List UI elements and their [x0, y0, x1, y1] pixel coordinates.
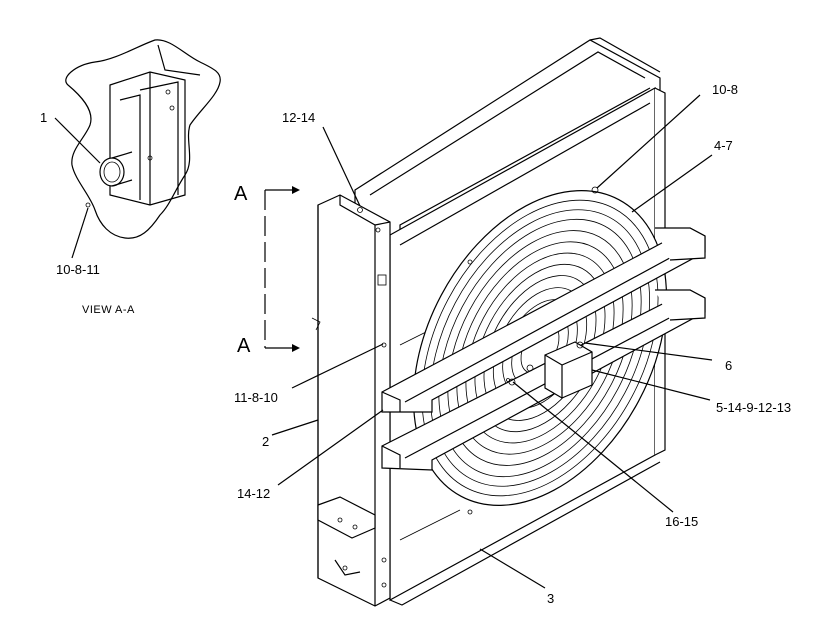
- callout-10-8-11: 10-8-11: [56, 262, 100, 277]
- leader-5-14-9-12-13: [591, 369, 711, 401]
- callout-3: 3: [547, 591, 554, 606]
- leader-4-7: [631, 154, 713, 213]
- callout-2: 2: [262, 434, 269, 449]
- callout-12-14: 12-14: [282, 110, 315, 125]
- leader-lines: [271, 94, 713, 589]
- side-frame-2: [317, 194, 391, 607]
- leader-10-8: [596, 94, 701, 189]
- leader-11-8-10: [291, 343, 384, 389]
- leader-16-15: [512, 381, 674, 513]
- leader-14-12: [277, 409, 384, 486]
- callout-1: 1: [40, 110, 47, 125]
- leader-2: [271, 419, 319, 436]
- callout-4-7: 4-7: [714, 138, 733, 153]
- view-a-a-label: VIEW A-A: [82, 304, 135, 316]
- callout-10-8: 10-8: [712, 82, 738, 97]
- inset-view-a-a: 1 10-8-11 VIEW A-A: [40, 39, 221, 316]
- section-letter-bottom: A: [237, 335, 251, 357]
- leader-1: [54, 117, 101, 164]
- callout-16-15: 16-15: [665, 514, 698, 529]
- callout-11-8-10: 11-8-10: [234, 390, 278, 405]
- callout-6: 6: [725, 358, 732, 373]
- radiator-assembly: [311, 37, 706, 607]
- leader-12-14: [322, 126, 361, 207]
- leader-10-8-11: [71, 207, 89, 259]
- callout-5-14-9-12-13: 5-14-9-12-13: [716, 400, 791, 415]
- leader-3: [479, 548, 546, 589]
- callout-labels: 12-14 10-8 4-7 6 5-14-9-12-13 11-8-10 2 …: [234, 82, 791, 606]
- callout-14-12: 14-12: [237, 486, 270, 501]
- control-box: [544, 341, 593, 399]
- section-marker-a-a: A A: [234, 183, 300, 357]
- section-letter-top: A: [234, 183, 248, 205]
- leader-6: [584, 342, 713, 361]
